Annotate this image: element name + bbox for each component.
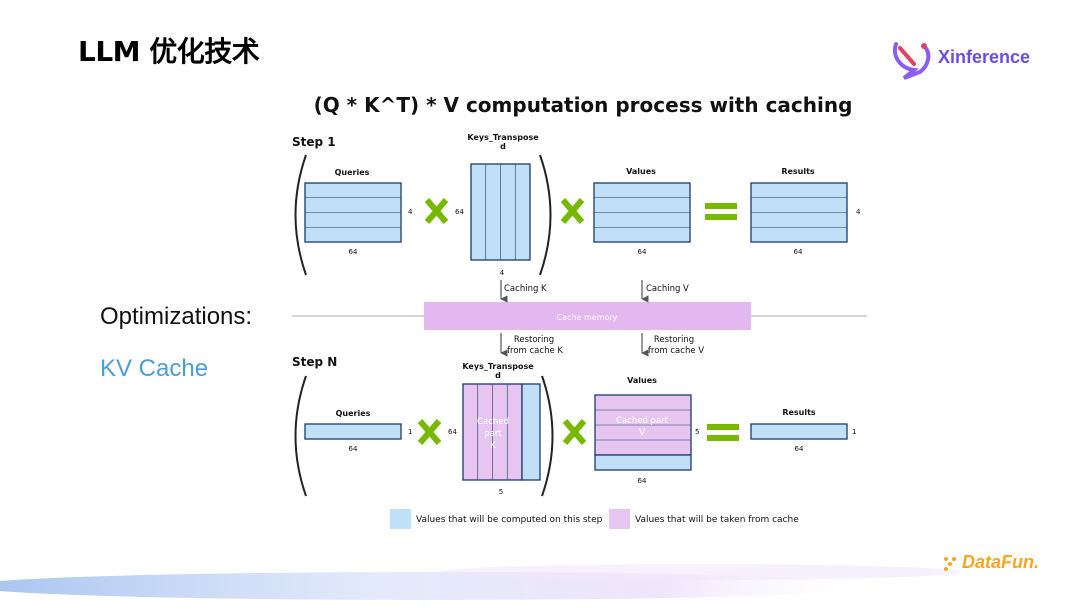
step1-queries-cols-dim: 64 [349, 248, 358, 256]
step1-values-cols-dim: 64 [638, 248, 647, 256]
step1-multiply-icon-2 [560, 198, 585, 224]
step1-queries-label: Queries [335, 168, 370, 177]
stepn-keys-cached-label-3: K [490, 441, 496, 451]
stepn-keys-cached-label: Cached [477, 417, 509, 427]
stepn-queries-label: Queries [336, 409, 371, 418]
caching-v-label: Caching V [646, 284, 689, 294]
step1-keys-rows-dim: 64 [455, 208, 464, 216]
stepn-values-cached-label: Cached part [616, 416, 669, 426]
step1-keys-cols-dim: 4 [500, 269, 505, 277]
datafun-logo [944, 557, 956, 571]
caching-k-label: Caching K [504, 284, 547, 294]
diagram-title: (Q * K^T) * V computation process with c… [314, 93, 853, 117]
step1-keys-label: Keys_Transpose [467, 133, 539, 142]
cache-memory-bar [424, 302, 751, 330]
stepn-multiply-icon-1 [417, 419, 442, 445]
step1-results-label: Results [781, 167, 815, 176]
optimizations-label: Optimizations: [100, 303, 253, 330]
stepn-results-label: Results [782, 408, 816, 417]
restoring-v-label-2: from cache V [648, 346, 704, 356]
step1-queries-rows-dim: 4 [408, 208, 413, 216]
step1-open-paren [294, 154, 307, 276]
step1-equals-icon [705, 203, 737, 220]
step1-results-cols-dim: 64 [794, 248, 803, 256]
stepn-label: Step N [292, 355, 337, 369]
legend-computed-label: Values that will be computed on this ste… [416, 515, 603, 525]
step1-results-matrix [750, 182, 848, 243]
step1-label: Step 1 [292, 135, 336, 149]
stepn-keys-cached-label-2: part [484, 429, 502, 439]
stepn-queries-cols-dim: 64 [349, 445, 358, 453]
stepn-keys-matrix [462, 383, 541, 481]
stepn-results-matrix [750, 423, 848, 440]
step1-results-rows-dim: 4 [856, 208, 861, 216]
cache-memory-label: Cache memory [557, 313, 618, 322]
step1-values-label: Values [626, 167, 656, 176]
stepn-results-cols-dim: 64 [795, 445, 804, 453]
stepn-keys-rows-dim: 64 [448, 428, 457, 436]
stepn-queries-matrix [304, 423, 402, 440]
stepn-values-rows-dim: 5 [695, 428, 699, 436]
step1-multiply-icon-1 [424, 198, 449, 224]
legend-cached-label: Values that will be taken from cache [635, 515, 799, 525]
slide-title: LLM 优化技术 [78, 35, 260, 68]
restoring-v-label: Restoring [654, 335, 694, 345]
datafun-logo-text: DataFun. [962, 552, 1040, 572]
stepn-keys-label: Keys_Transpose [462, 362, 534, 371]
step1-values-matrix [593, 182, 691, 243]
stepn-values-matrix [594, 394, 692, 471]
logo-text: Xinference [938, 47, 1031, 67]
stepn-values-cached-label-2: V [639, 428, 645, 438]
stepn-values-label: Values [627, 376, 657, 385]
restoring-k-label: Restoring [514, 335, 554, 345]
step1-keys-matrix [470, 163, 531, 261]
stepn-open-paren [294, 375, 307, 497]
step1-close-paren [539, 154, 552, 276]
kv-cache-label: KV Cache [100, 355, 209, 382]
stepn-close-paren [541, 375, 554, 497]
step1-keys-label-2: d [500, 142, 506, 151]
bottom-decoration [0, 564, 960, 600]
step1-queries-matrix [304, 182, 402, 243]
stepn-keys-cols-dim: 5 [499, 488, 503, 496]
stepn-queries-rows-dim: 1 [408, 428, 412, 436]
stepn-results-rows-dim: 1 [852, 428, 856, 436]
stepn-multiply-icon-2 [562, 419, 587, 445]
restoring-k-label-2: from cache K [507, 346, 563, 356]
stepn-keys-label-2: d [495, 371, 501, 380]
xinference-logo [893, 42, 931, 80]
stepn-equals-icon [707, 424, 739, 441]
legend-computed-swatch [390, 509, 411, 529]
stepn-values-cols-dim: 64 [638, 477, 647, 485]
legend-cached-swatch [609, 509, 630, 529]
